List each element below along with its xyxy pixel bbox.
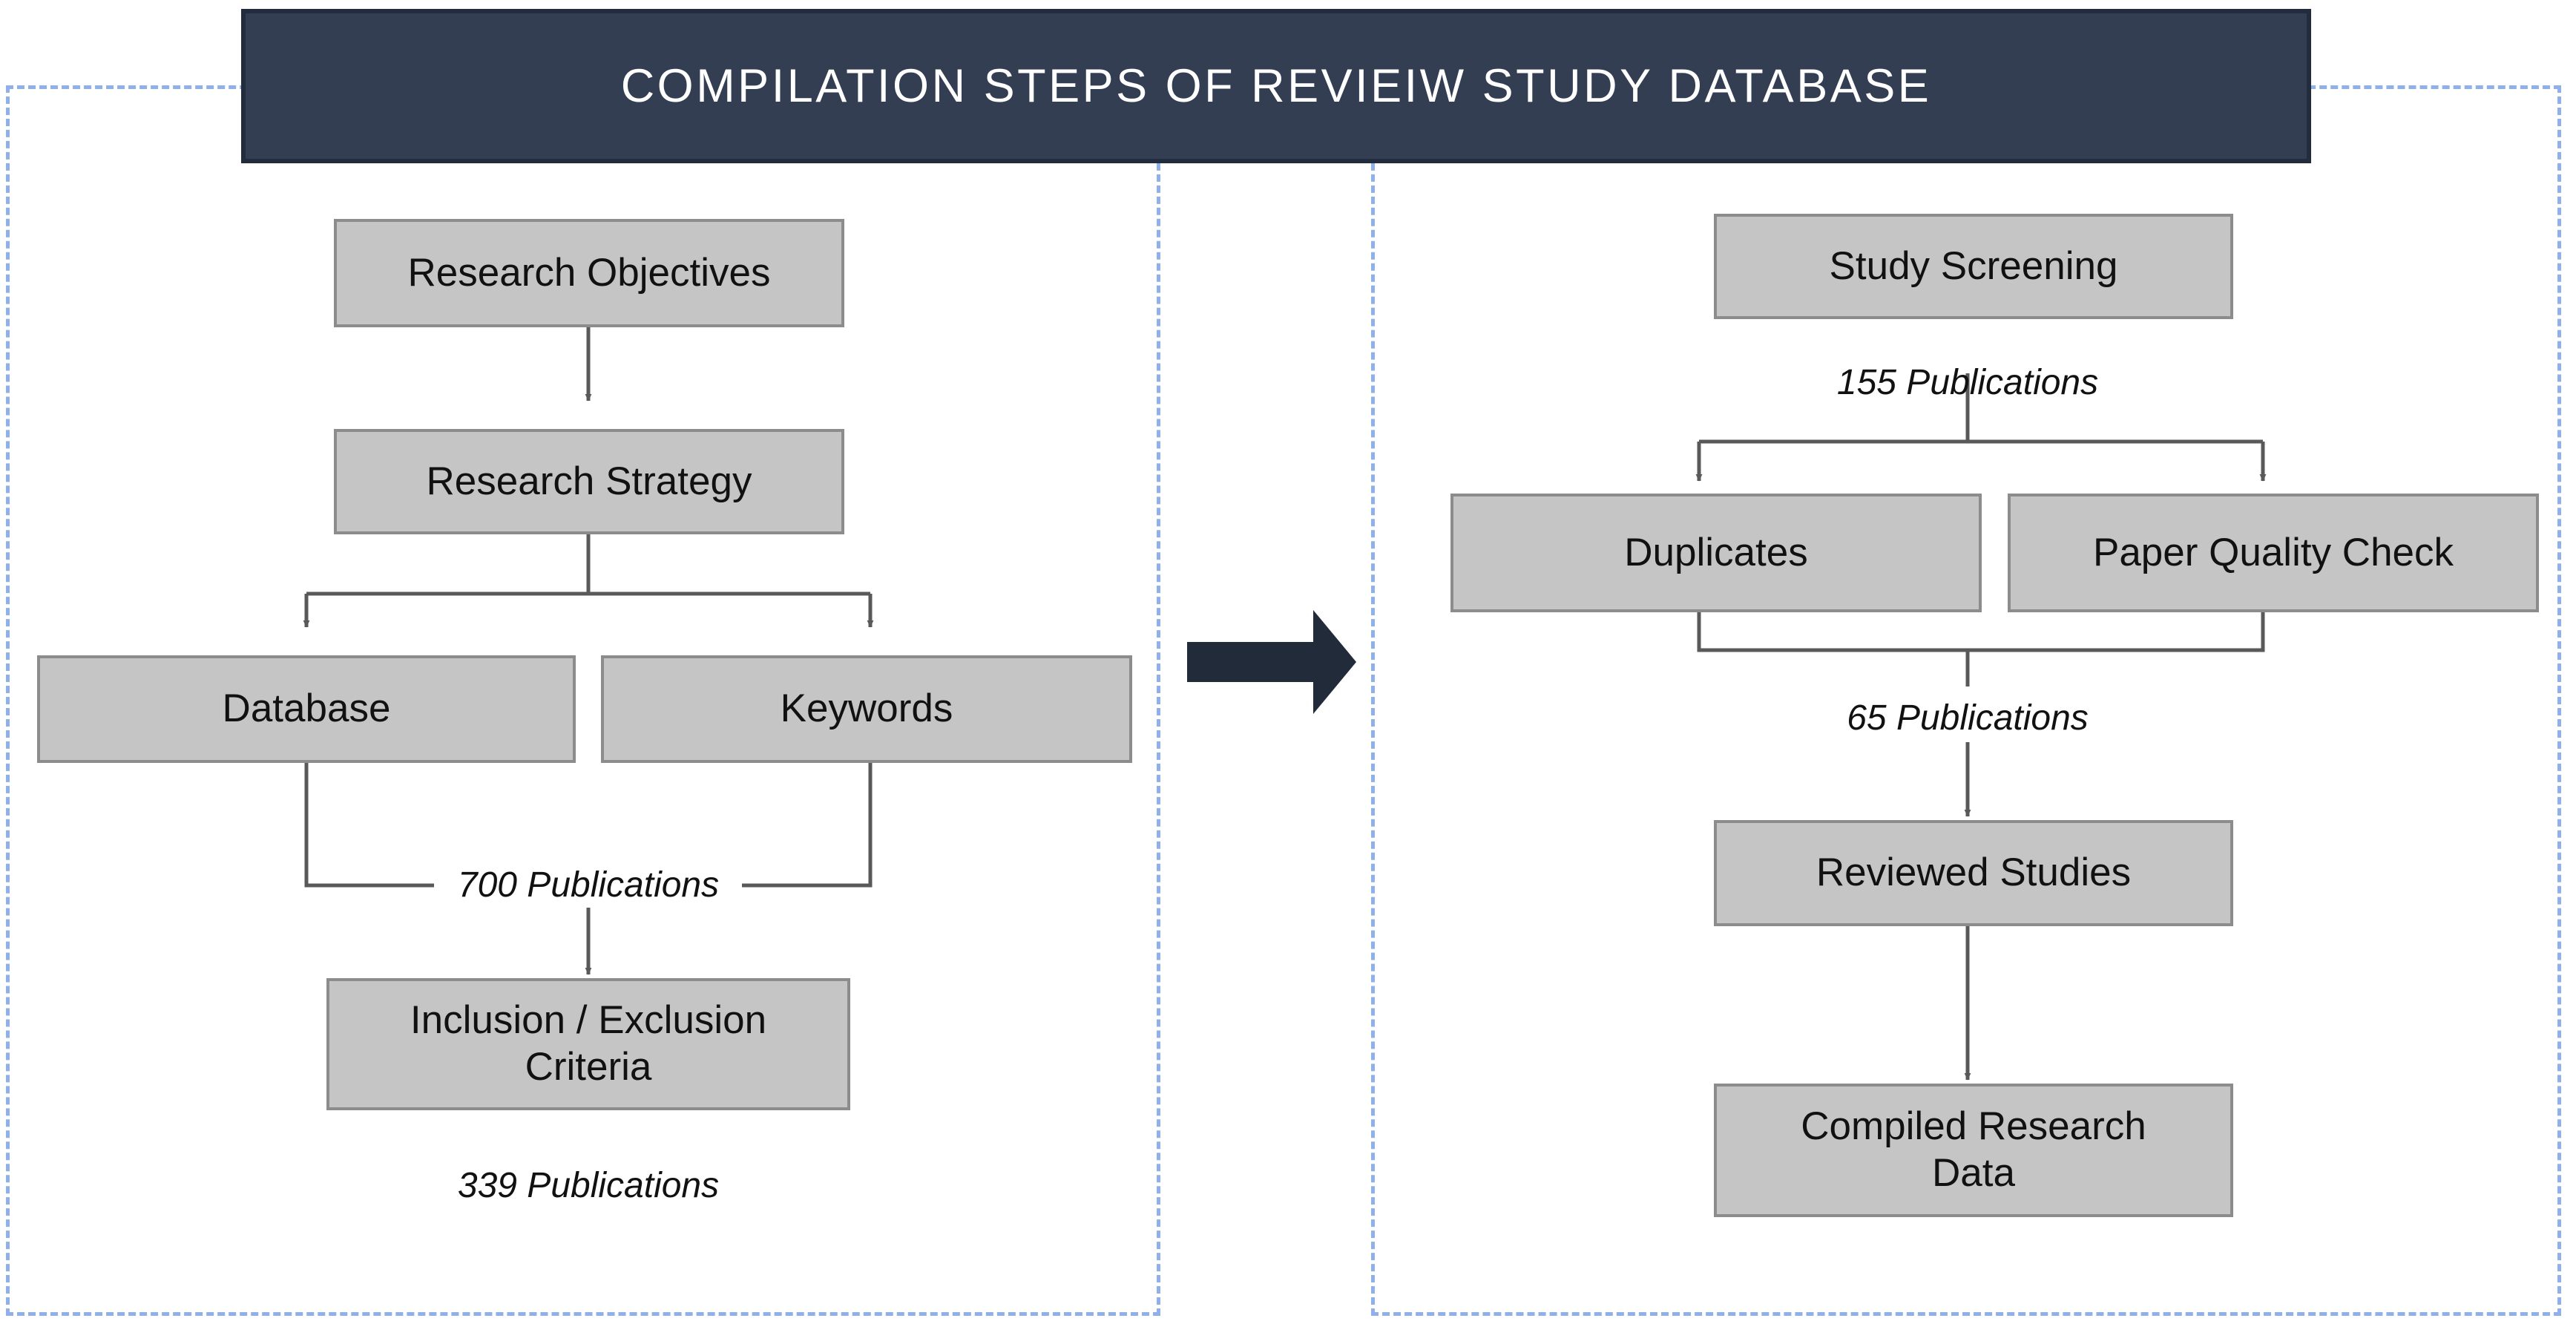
node-inclusion-exclusion-line2: Criteria [525, 1045, 652, 1089]
node-duplicates[interactable]: Duplicates [1450, 494, 1982, 612]
node-inclusion-exclusion-line1: Inclusion / Exclusion [410, 998, 767, 1043]
node-research-objectives-label: Research Objectives [407, 250, 771, 295]
node-paper-quality-check-label: Paper Quality Check [2092, 530, 2454, 574]
node-study-screening[interactable]: Study Screening [1714, 214, 2233, 319]
node-keywords[interactable]: Keywords [601, 655, 1132, 763]
node-database-label: Database [222, 686, 391, 731]
node-paper-quality-check[interactable]: Paper Quality Check [2008, 494, 2539, 612]
node-compiled-research-line1: Compiled Research [1801, 1104, 2146, 1149]
node-research-strategy-label: Research Strategy [426, 459, 752, 503]
caption-339-publications-text: 339 Publications [457, 1166, 720, 1205]
caption-65-publications: 65 Publications [1847, 698, 2089, 738]
node-research-strategy[interactable]: Research Strategy [334, 429, 844, 534]
node-reviewed-studies-label: Reviewed Studies [1816, 851, 2132, 895]
node-research-objectives[interactable]: Research Objectives [334, 219, 844, 327]
caption-65-publications-text: 65 Publications [1847, 698, 2089, 738]
caption-155-publications: 155 Publications [1837, 362, 2098, 403]
node-inclusion-exclusion-criteria[interactable]: Inclusion / Exclusion Criteria [326, 978, 850, 1110]
node-reviewed-studies[interactable]: Reviewed Studies [1714, 820, 2233, 926]
node-study-screening-label: Study Screening [1829, 243, 2118, 288]
caption-339-publications: 339 Publications [458, 1165, 719, 1206]
node-duplicates-label: Duplicates [1624, 530, 1808, 574]
node-compiled-research-data[interactable]: Compiled Research Data [1714, 1084, 2233, 1217]
node-keywords-label: Keywords [780, 686, 953, 731]
caption-700-publications: 700 Publications [458, 865, 719, 905]
node-compiled-research-line2: Data [1932, 1151, 2015, 1195]
page-title: COMPILATION STEPS OF REVIEIW STUDY DATAB… [620, 60, 1932, 112]
stage-transition-arrow-icon [1187, 610, 1356, 714]
caption-155-publications-text: 155 Publications [1836, 363, 2099, 402]
caption-700-publications-text: 700 Publications [457, 865, 720, 905]
node-database[interactable]: Database [37, 655, 576, 763]
diagram-title-bar: COMPILATION STEPS OF REVIEIW STUDY DATAB… [241, 9, 2311, 163]
